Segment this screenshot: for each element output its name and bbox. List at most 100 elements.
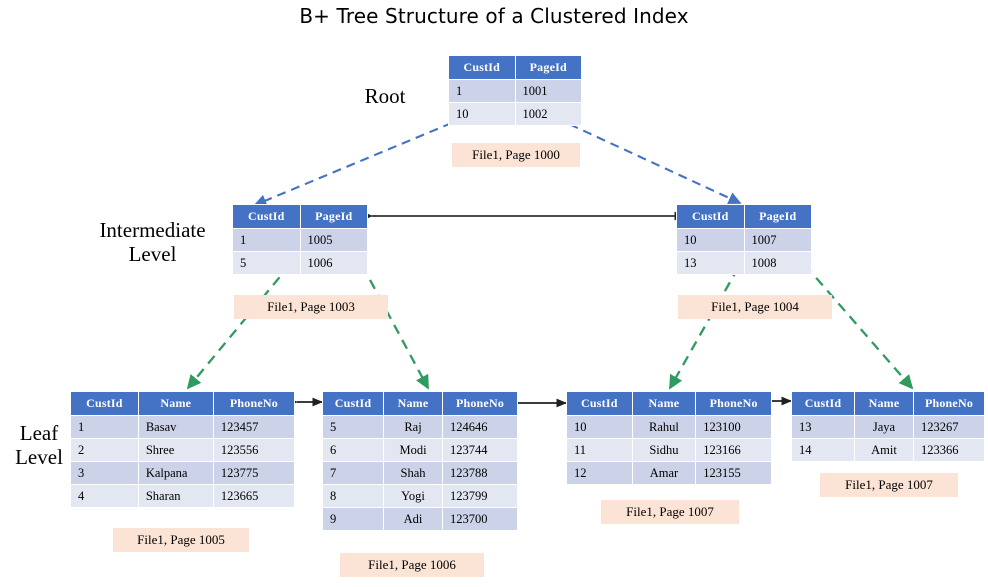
cell-custid: 13 xyxy=(677,252,744,274)
table-row: 14 Amit 123366 xyxy=(792,439,984,461)
cell-pageid: 1008 xyxy=(744,252,811,274)
column-header: PhoneNo xyxy=(213,392,294,415)
cell-custid: 2 xyxy=(71,439,138,461)
cell-name: Shah xyxy=(384,462,442,484)
cell-custid: 10 xyxy=(567,416,632,438)
cell-name: Raj xyxy=(384,416,442,438)
column-header: Name xyxy=(855,392,913,415)
cell-pageid: 1002 xyxy=(515,103,581,125)
cell-phoneno: 123788 xyxy=(443,462,517,484)
column-header: PhoneNo xyxy=(914,392,984,415)
column-header: Name xyxy=(632,392,696,415)
table-row: 9 Adi 123700 xyxy=(323,508,517,530)
table-header-row: CustId Name PhoneNo xyxy=(792,392,984,415)
cell-custid: 1 xyxy=(449,80,515,102)
table-row: 13 Jaya 123267 xyxy=(792,416,984,438)
column-header: CustId xyxy=(71,392,138,415)
cell-pageid: 1001 xyxy=(515,80,581,102)
column-header: PageId xyxy=(300,205,367,228)
table-row: 1 1005 xyxy=(233,229,367,251)
intermediate-node-table-left: CustId PageId 1 1005 5 1006 xyxy=(232,204,368,275)
table-row: 7 Shah 123788 xyxy=(323,462,517,484)
table-row: 6 Modi 123744 xyxy=(323,439,517,461)
table-row: 2 Shree 123556 xyxy=(71,439,294,461)
cell-phoneno: 123744 xyxy=(443,439,517,461)
cell-phoneno: 123665 xyxy=(213,485,294,507)
table-row: 3 Kalpana 123775 xyxy=(71,462,294,484)
cell-phoneno: 123700 xyxy=(443,508,517,530)
cell-name: Modi xyxy=(384,439,442,461)
table-row: 1 1001 xyxy=(449,80,581,102)
level-label-root: Root xyxy=(364,84,406,108)
cell-custid: 6 xyxy=(323,439,383,461)
cell-name: Shree xyxy=(138,439,213,461)
column-header: CustId xyxy=(792,392,854,415)
level-label-leaf: Leaf Level xyxy=(15,421,63,469)
cell-custid: 3 xyxy=(71,462,138,484)
cell-name: Rahul xyxy=(632,416,696,438)
table-header-row: CustId PageId xyxy=(449,56,581,79)
leaf-node-table-3: CustId Name PhoneNo 10 Rahul 123100 11 S… xyxy=(566,391,772,485)
table-row: 10 1002 xyxy=(449,103,581,125)
cell-custid: 5 xyxy=(323,416,383,438)
cell-name: Amar xyxy=(632,462,696,484)
leaf-node-table-1: CustId Name PhoneNo 1 Basav 123457 2 Shr… xyxy=(70,391,295,508)
cell-custid: 10 xyxy=(677,229,744,251)
cell-custid: 10 xyxy=(449,103,515,125)
leaf-node-table-2: CustId Name PhoneNo 5 Raj 124646 6 Modi … xyxy=(322,391,518,531)
page-badge-leaf-3: File1, Page 1007 xyxy=(601,500,739,524)
cell-phoneno: 123457 xyxy=(213,416,294,438)
cell-phoneno: 123366 xyxy=(914,439,984,461)
cell-name: Adi xyxy=(384,508,442,530)
arrow-root-to-intermediate-right xyxy=(555,117,742,204)
cell-custid: 5 xyxy=(233,252,300,274)
cell-custid: 9 xyxy=(323,508,383,530)
cell-phoneno: 124646 xyxy=(443,416,517,438)
table-header-row: CustId PageId xyxy=(233,205,367,228)
table-header-row: CustId Name PhoneNo xyxy=(71,392,294,415)
column-header: PhoneNo xyxy=(443,392,517,415)
cell-phoneno: 123155 xyxy=(696,462,771,484)
cell-name: Yogi xyxy=(384,485,442,507)
page-badge-leaf-4: File1, Page 1007 xyxy=(820,473,958,497)
page-title: B+ Tree Structure of a Clustered Index xyxy=(299,4,689,28)
cell-name: Amit xyxy=(855,439,913,461)
cell-phoneno: 123267 xyxy=(914,416,984,438)
cell-name: Sharan xyxy=(138,485,213,507)
arrow-intermediate-left-to-leaf-2 xyxy=(360,264,430,390)
page-badge-leaf-1: File1, Page 1005 xyxy=(113,528,249,552)
cell-name: Basav xyxy=(138,416,213,438)
table-row: 5 Raj 124646 xyxy=(323,416,517,438)
page-badge-intermediate-right: File1, Page 1004 xyxy=(678,295,832,319)
column-header: CustId xyxy=(567,392,632,415)
table-header-row: CustId Name PhoneNo xyxy=(323,392,517,415)
column-header: CustId xyxy=(323,392,383,415)
cell-name: Jaya xyxy=(855,416,913,438)
table-row: 5 1006 xyxy=(233,252,367,274)
column-header: Name xyxy=(138,392,213,415)
table-row: 10 Rahul 123100 xyxy=(567,416,771,438)
cell-phoneno: 123556 xyxy=(213,439,294,461)
table-row: 1 Basav 123457 xyxy=(71,416,294,438)
cell-phoneno: 123166 xyxy=(696,439,771,461)
cell-custid: 1 xyxy=(233,229,300,251)
cell-pageid: 1005 xyxy=(300,229,367,251)
cell-name: Sidhu xyxy=(632,439,696,461)
table-row: 8 Yogi 123799 xyxy=(323,485,517,507)
page-badge-leaf-2: File1, Page 1006 xyxy=(340,553,484,577)
arrow-intermediate-right-to-leaf-4 xyxy=(804,264,914,390)
cell-custid: 14 xyxy=(792,439,854,461)
level-label-intermediate: Intermediate Level xyxy=(99,218,206,266)
leaf-node-table-4: CustId Name PhoneNo 13 Jaya 123267 14 Am… xyxy=(791,391,985,462)
column-header: PhoneNo xyxy=(696,392,771,415)
table-row: 4 Sharan 123665 xyxy=(71,485,294,507)
cell-phoneno: 123799 xyxy=(443,485,517,507)
cell-custid: 4 xyxy=(71,485,138,507)
cell-custid: 11 xyxy=(567,439,632,461)
cell-name: Kalpana xyxy=(138,462,213,484)
table-header-row: CustId PageId xyxy=(677,205,811,228)
table-header-row: CustId Name PhoneNo xyxy=(567,392,771,415)
page-badge-intermediate-left: File1, Page 1003 xyxy=(234,295,388,319)
column-header: Name xyxy=(384,392,442,415)
